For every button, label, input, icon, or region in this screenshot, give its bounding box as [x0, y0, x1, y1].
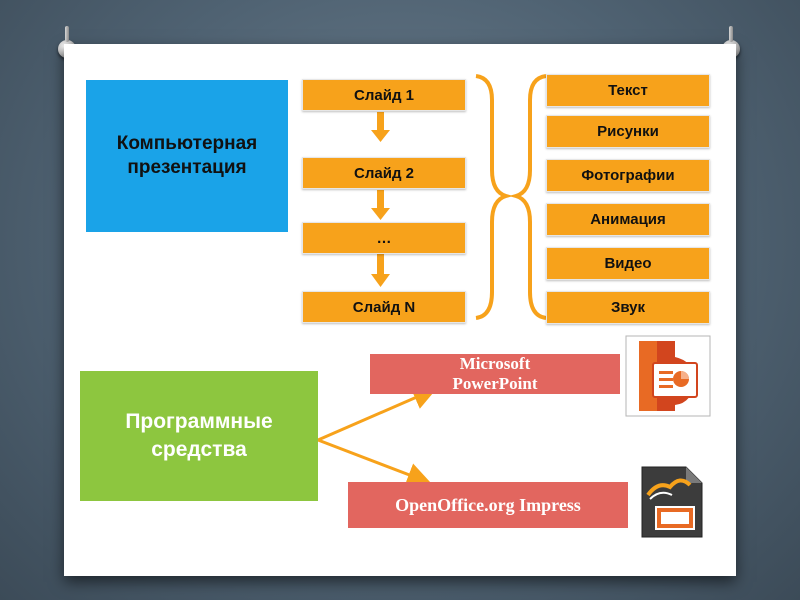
content-video: Видео — [546, 247, 710, 280]
slide-box-1: Слайд 1 — [302, 79, 466, 111]
powerpoint-label: Microsoft PowerPoint — [370, 354, 620, 394]
impress-icon — [636, 465, 708, 541]
software-box: Программные средства — [80, 371, 318, 501]
content-sound: Звук — [546, 291, 710, 324]
content-text: Текст — [546, 74, 710, 107]
presentation-box: Компьютерная презентация — [86, 80, 288, 232]
powerpoint-icon — [625, 335, 711, 417]
slide-box-2: Слайд 2 — [302, 157, 466, 189]
impress-label: OpenOffice.org Impress — [348, 482, 628, 528]
content-photos: Фотографии — [546, 159, 710, 192]
content-animation: Анимация — [546, 203, 710, 236]
slide-box-n: Слайд N — [302, 291, 466, 323]
content-pictures: Рисунки — [546, 115, 710, 148]
slide-box-ellipsis: … — [302, 222, 466, 254]
